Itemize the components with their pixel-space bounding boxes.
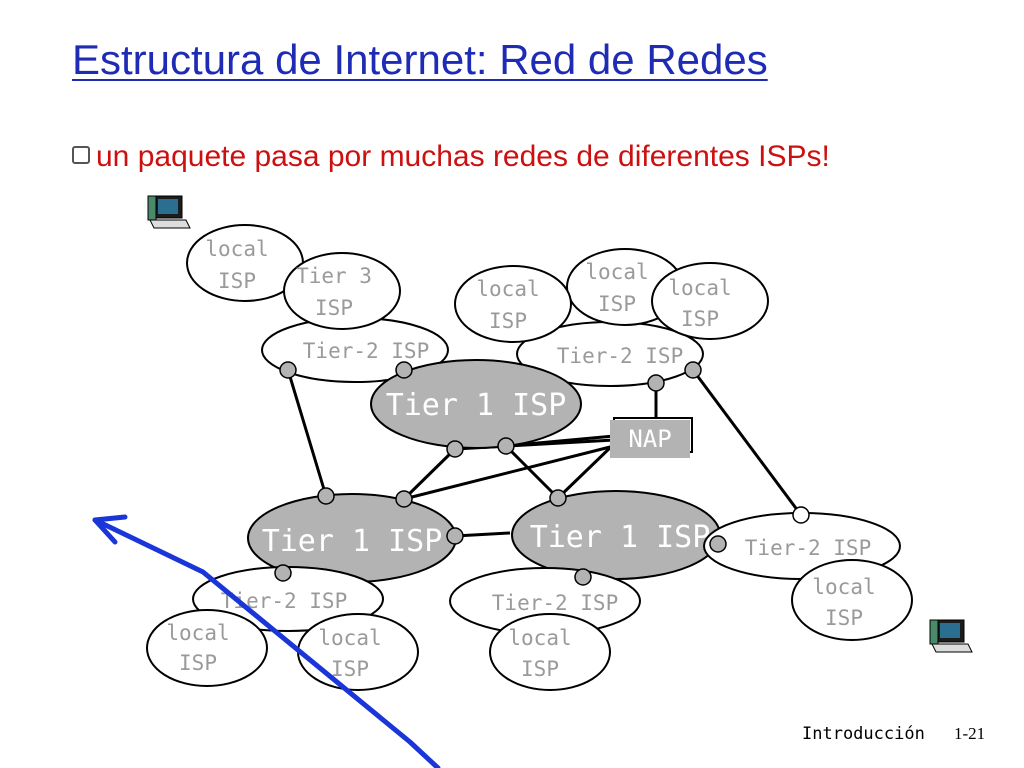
local-isp-node [651,262,769,340]
computer-icon [929,619,973,653]
bullet-box-icon [72,146,90,164]
local-isp-label-line2: ISP [825,606,863,630]
local-isp-node [146,609,268,687]
local-isp-label-line2: ISP [179,651,217,675]
footer-section-label: Introducción [802,724,925,744]
local-isp-label-line1: local [205,237,268,261]
tier3-isp-node [283,252,401,330]
local-isp-label-line1: local [318,626,381,650]
local-isp-label-line2: ISP [521,657,559,681]
nap-label: NAP [628,425,671,453]
page-number: 1-21 [954,724,986,743]
tier2-isp-label: Tier-2 ISP [745,536,871,560]
computer-icon [147,195,191,229]
nap-fill [610,420,690,458]
local-isp-node [454,265,572,343]
local-isp-label-line1: local [476,277,539,301]
tier1-isp-label: Tier 1 ISP [530,520,711,555]
tier1-isp-node [370,359,582,449]
local-isp-label-line2: ISP [331,657,369,681]
bullet-text-row: un paquete pasa por muchas redes de dife… [72,140,830,174]
packet-path-arrow [92,514,441,768]
connection-point [792,506,810,524]
tier2-isp-label: Tier-2 ISP [492,591,618,615]
slide-title: Estructura de Internet: Red de Redes [72,36,768,83]
local-isp-label-line1: local [668,276,731,300]
local-isp-label-line2: ISP [681,307,719,331]
local-isp-label-line1: local [166,621,229,645]
local-isp-label-line2: ISP [489,309,527,333]
local-isp-label-line1: local [585,260,648,284]
tier3-isp-label-line2: ISP [315,296,353,320]
local-isp-label-line1: local [508,626,571,650]
local-isp-label-line1: local [812,575,875,599]
local-isp-node [489,613,611,691]
tier3-isp-label-line1: Tier 3 [296,264,372,288]
bullet-text: un paquete pasa por muchas redes de dife… [96,140,830,173]
tier2-isp-label: Tier-2 ISP [557,344,683,368]
tier1-isp-label: Tier 1 ISP [386,388,567,423]
tier1-isp-label: Tier 1 ISP [262,524,443,559]
tier2-isp-label: Tier-2 ISP [303,339,429,363]
local-isp-label-line2: ISP [598,292,636,316]
local-isp-label-line2: ISP [218,269,256,293]
connection-points [274,361,727,586]
local-isp-node [791,559,913,641]
